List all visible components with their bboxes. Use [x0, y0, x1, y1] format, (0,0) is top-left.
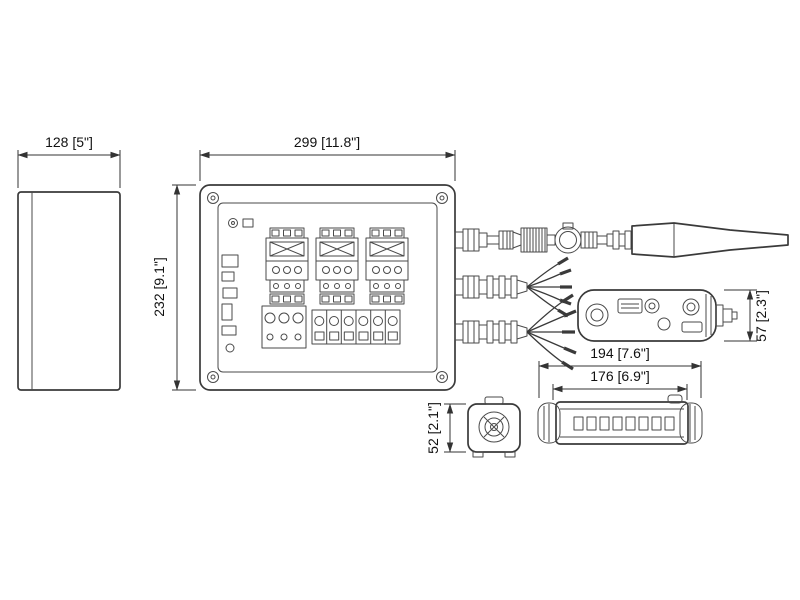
remote-width-label: 52 [2.1"] [425, 402, 441, 454]
box-height-dimension: 232 [9.1"] [151, 184, 196, 391]
remote-top-view [577, 289, 738, 342]
pcb-small-components [221, 218, 254, 353]
remote-height-label: 57 [2.3"] [753, 290, 769, 342]
antenna-cable-assembly [486, 222, 789, 258]
remote-side-view [537, 394, 703, 445]
tapered-plug [631, 222, 789, 258]
box-height-label: 232 [9.1"] [151, 257, 167, 316]
remote-body-length-label: 176 [6.9"] [590, 368, 649, 384]
enclosure-side-view [17, 191, 121, 391]
remote-end-view [467, 396, 521, 458]
terminal-strip [311, 309, 401, 345]
contactor [315, 227, 359, 305]
remote-height-dimension: 57 [2.3"] [724, 289, 769, 342]
corner-screws [207, 192, 448, 383]
control-box-front-view [199, 184, 456, 391]
remote-body-length-dimension: 176 [6.9"] [552, 368, 688, 400]
cable-glands [454, 228, 488, 344]
contactor [365, 227, 409, 305]
knurled-coupler [520, 227, 548, 253]
enclosure-depth-label: 128 [5"] [45, 134, 93, 150]
enclosure-depth-dimension: 128 [5"] [17, 134, 121, 188]
remote-width-dimension: 52 [2.1"] [425, 402, 466, 454]
remote-overall-length-label: 194 [7.6"] [590, 345, 649, 361]
relay-block [261, 305, 307, 349]
control-cable-assembly [486, 293, 577, 371]
remote-overall-length-dimension: 194 [7.6"] [538, 345, 702, 398]
box-width-label: 299 [11.8"] [294, 134, 360, 150]
contactor [265, 227, 309, 305]
power-cable-assembly [486, 256, 572, 318]
round-connector [554, 222, 582, 254]
box-width-dimension: 299 [11.8"] [199, 134, 456, 181]
